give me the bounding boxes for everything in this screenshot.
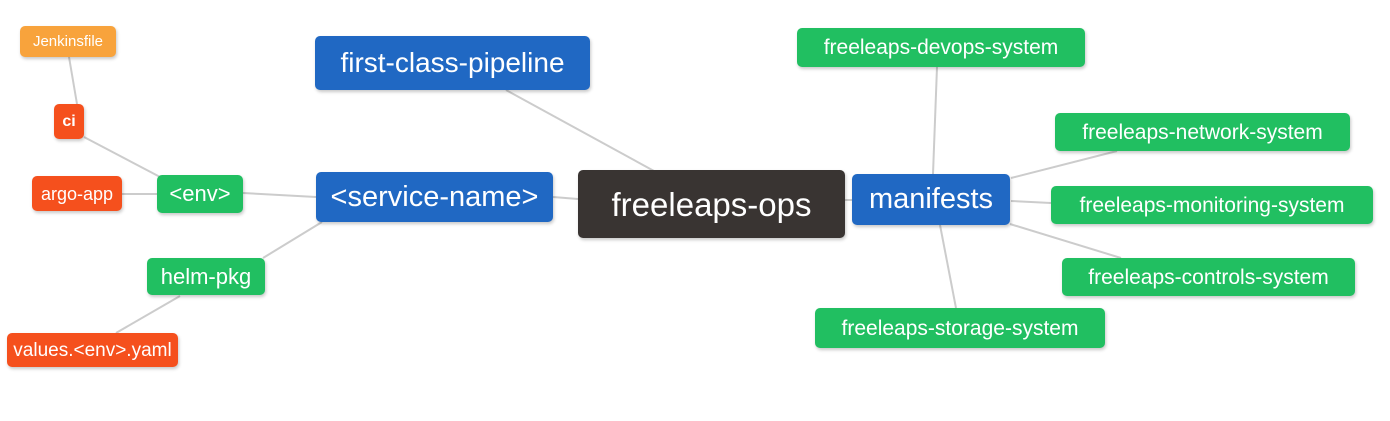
node-service-name[interactable]: <service-name> <box>316 172 553 222</box>
node-argo-app[interactable]: argo-app <box>32 176 122 211</box>
node-freeleaps-network-system[interactable]: freeleaps-network-system <box>1055 113 1350 151</box>
node-env[interactable]: <env> <box>157 175 243 213</box>
edge-jenkinsfile-to-ci <box>68 56 78 105</box>
node-freeleaps-monitoring-system[interactable]: freeleaps-monitoring-system <box>1051 186 1373 224</box>
node-freeleaps-devops-system[interactable]: freeleaps-devops-system <box>797 28 1085 67</box>
node-first-class-pipeline[interactable]: first-class-pipeline <box>315 36 590 90</box>
edge-env-to-service-name <box>242 192 317 198</box>
edge-values-env-yaml-to-helm-pkg <box>115 295 181 334</box>
edge-helm-pkg-to-service-name <box>262 221 323 259</box>
node-values-env-yaml[interactable]: values.<env>.yaml <box>7 333 178 367</box>
edge-manifests-to-freeleaps-controls-system <box>1009 223 1122 259</box>
edge-ci-to-env <box>83 136 163 179</box>
node-ci[interactable]: ci <box>54 104 84 139</box>
node-jenkinsfile[interactable]: Jenkinsfile <box>20 26 116 57</box>
node-freeleaps-ops[interactable]: freeleaps-ops <box>578 170 845 238</box>
edge-first-class-pipeline-to-freeleaps-ops <box>505 89 655 172</box>
node-freeleaps-controls-system[interactable]: freeleaps-controls-system <box>1062 258 1355 296</box>
edge-manifests-to-freeleaps-devops-system <box>932 66 938 175</box>
node-helm-pkg[interactable]: helm-pkg <box>147 258 265 295</box>
edge-service-name-to-freeleaps-ops <box>552 196 579 200</box>
node-freeleaps-storage-system[interactable]: freeleaps-storage-system <box>815 308 1105 348</box>
node-manifests[interactable]: manifests <box>852 174 1010 225</box>
edge-manifests-to-freeleaps-monitoring-system <box>1010 200 1052 204</box>
edge-manifests-to-freeleaps-storage-system <box>939 224 957 309</box>
edge-manifests-to-freeleaps-network-system <box>1010 150 1118 179</box>
